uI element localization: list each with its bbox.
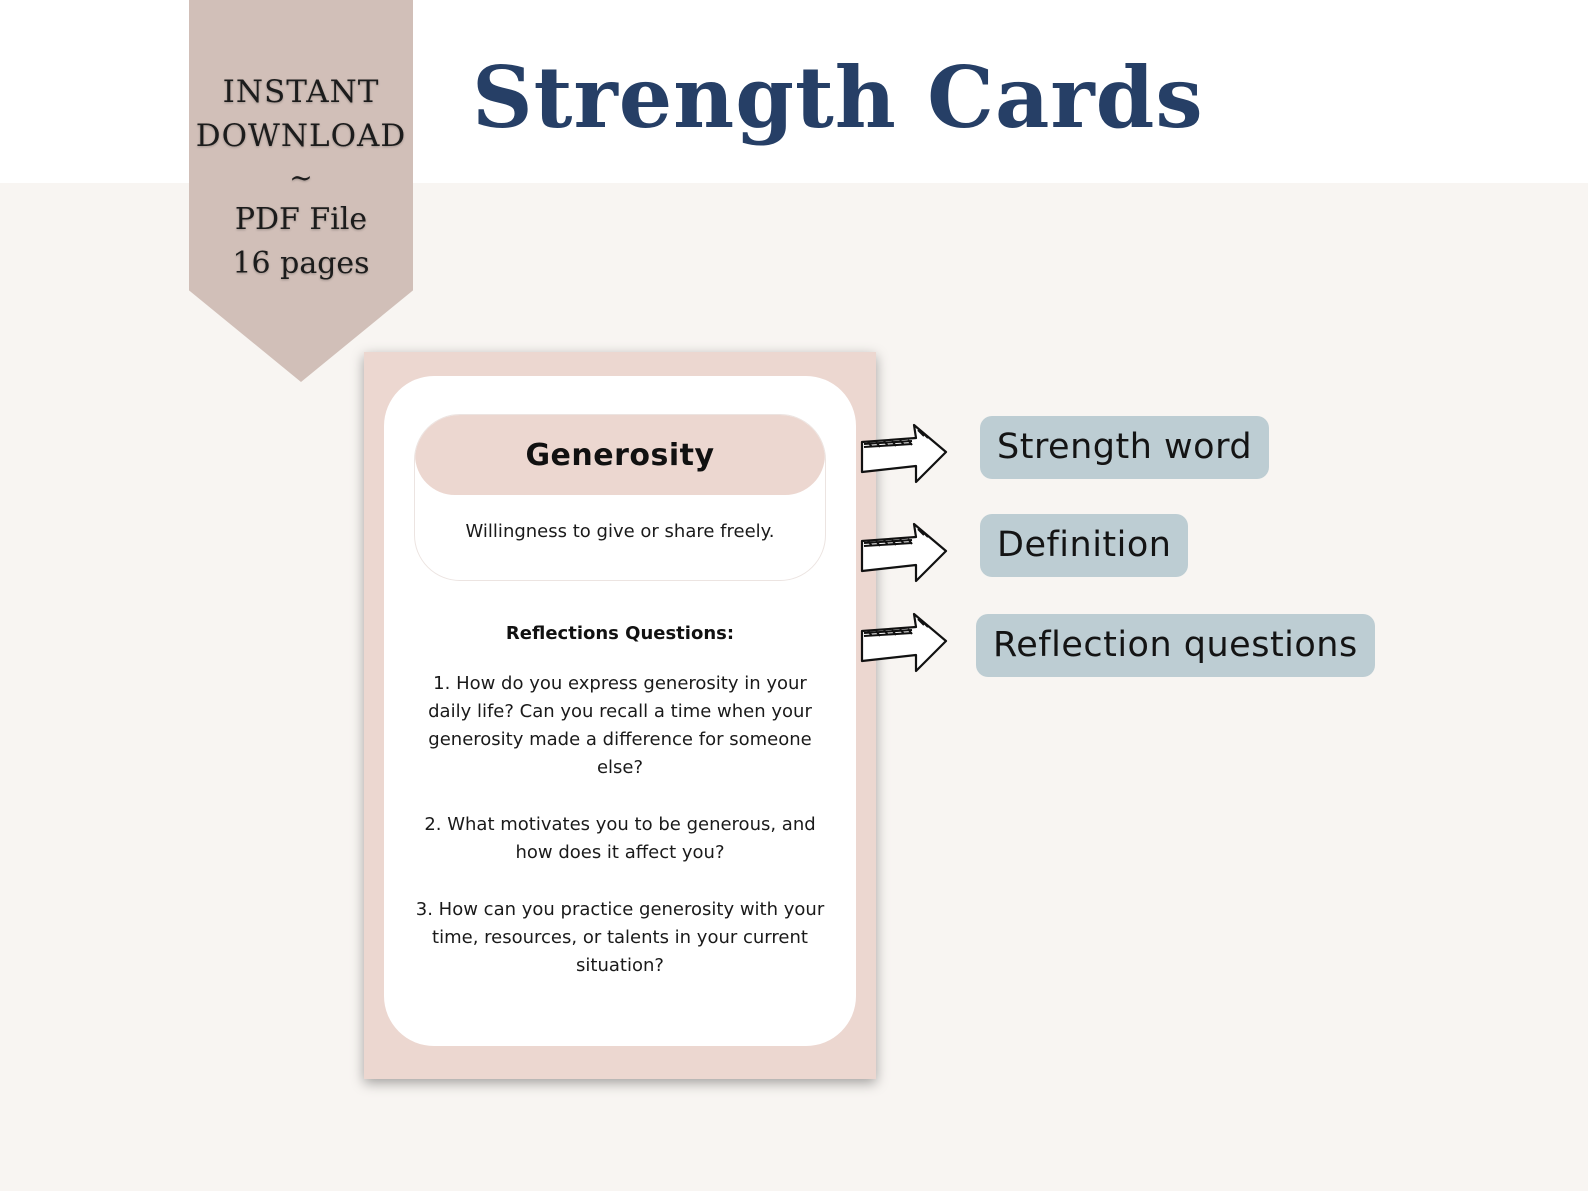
label-reflection-questions: Reflection questions — [976, 614, 1375, 677]
strength-word-box: Generosity Willingness to give or share … — [414, 414, 826, 581]
definition-text: Willingness to give or share freely. — [465, 521, 775, 542]
ribbon-text: INSTANT DOWNLOAD ~ PDF File 16 pages — [189, 70, 413, 286]
reflection-question-2: 2. What motivates you to be generous, an… — [424, 814, 816, 863]
ribbon-line-tilde: ~ — [289, 161, 313, 194]
ribbon-line-file-type: PDF File — [234, 202, 368, 237]
label-strength-word: Strength word — [980, 416, 1270, 479]
ribbon-line-page-count: 16 pages — [232, 246, 370, 281]
strength-card: Generosity Willingness to give or share … — [364, 352, 876, 1079]
label-definition: Definition — [980, 514, 1189, 577]
strength-word-header: Generosity — [415, 415, 825, 495]
reflection-questions-heading: Reflections Questions: — [505, 623, 735, 644]
ribbon-line-instant: INSTANT — [222, 74, 380, 110]
page-title: Strength Cards — [472, 48, 1204, 147]
reflection-question-1: 1. How do you express generosity in your… — [428, 673, 812, 778]
strength-word: Generosity — [525, 437, 715, 473]
ribbon-line-download: DOWNLOAD — [195, 118, 407, 154]
reflection-question-3: 3. How can you practice generosity with … — [415, 899, 825, 976]
arrow-right-icon — [860, 612, 948, 673]
arrow-right-icon — [860, 423, 948, 484]
card-inner-panel: Generosity Willingness to give or share … — [384, 376, 856, 1046]
instant-download-ribbon — [189, 0, 413, 382]
arrow-right-icon — [860, 522, 948, 583]
